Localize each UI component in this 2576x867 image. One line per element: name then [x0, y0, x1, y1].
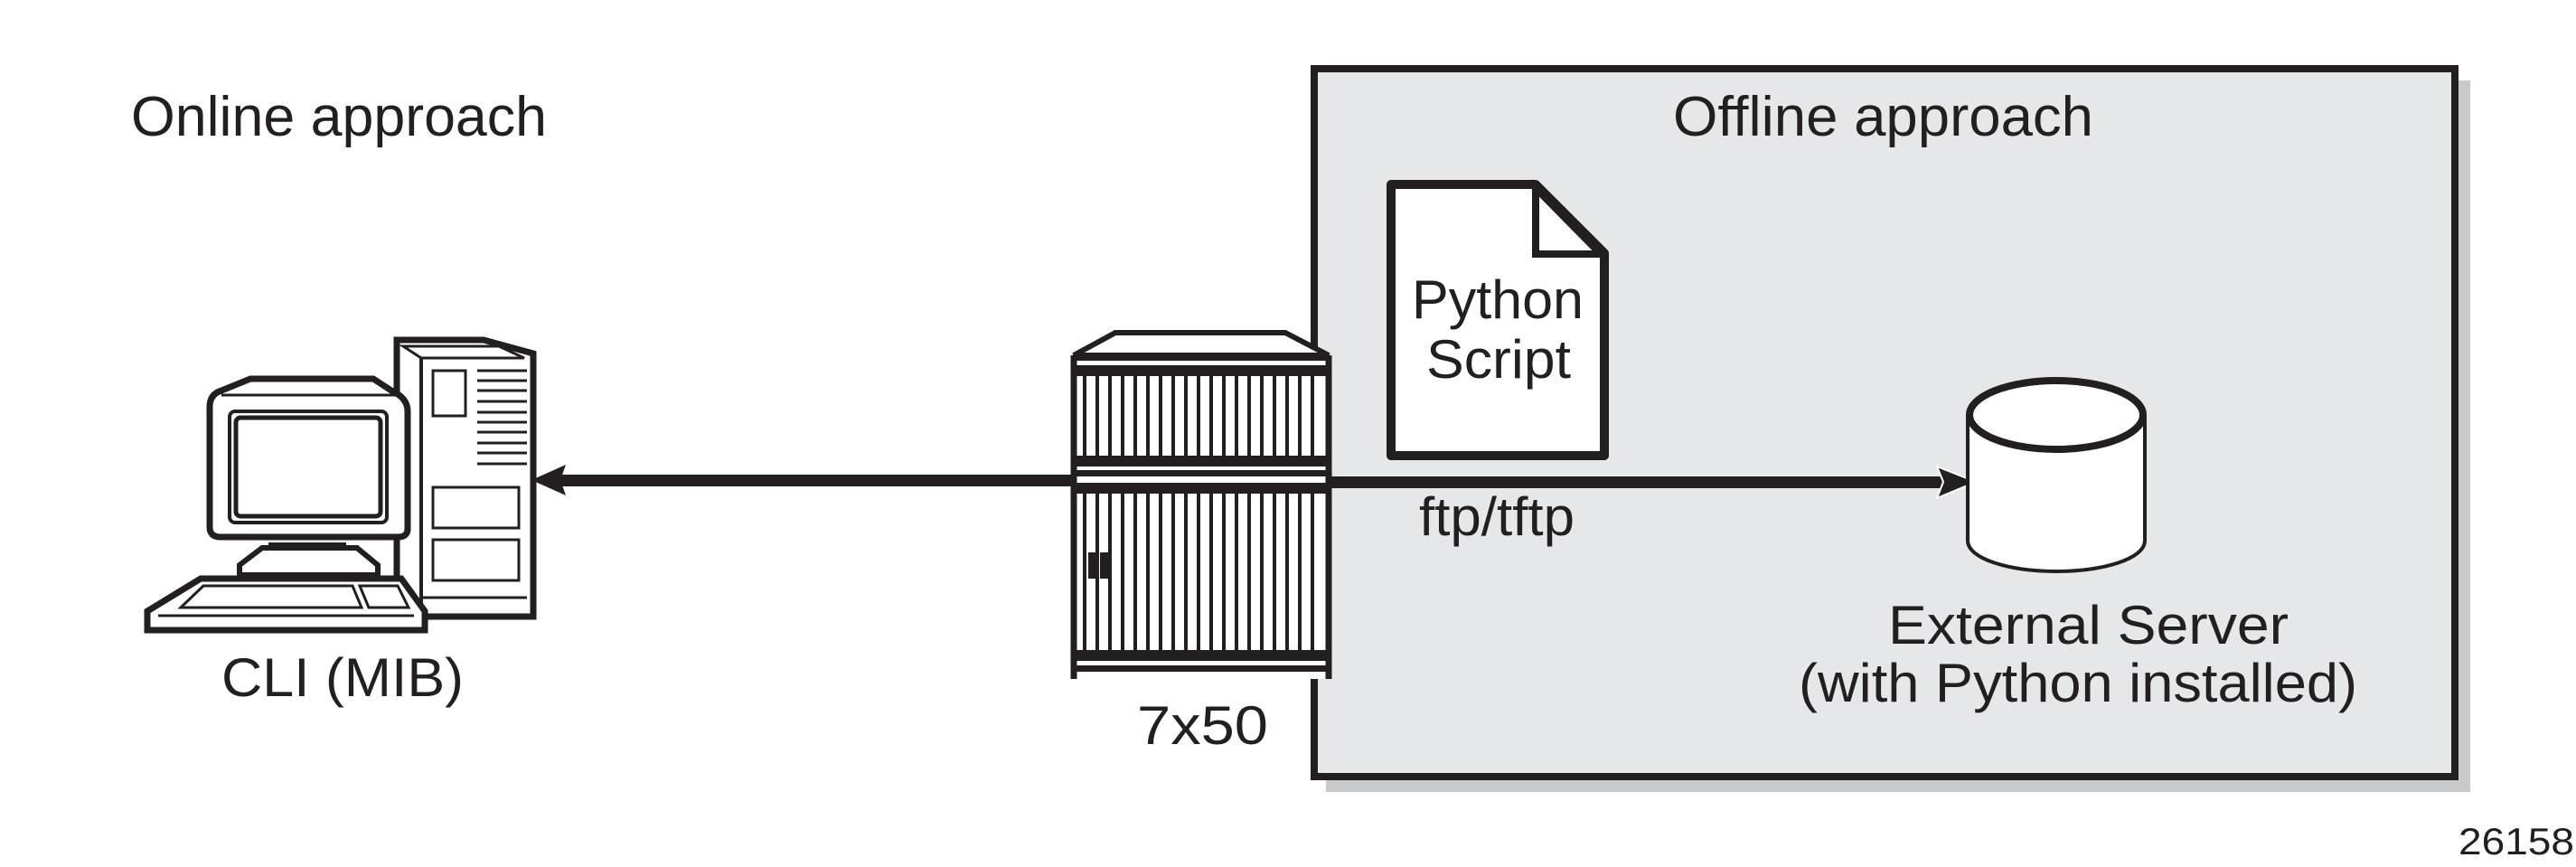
- server-label-line2: (with Python installed): [1799, 653, 2357, 713]
- link-to-client: [531, 465, 1076, 495]
- arrowhead-left-icon: [531, 465, 566, 495]
- document-icon: [1387, 179, 1610, 460]
- server-database-icon: [1966, 377, 2147, 573]
- transfer-protocol-label: ftp/tftp: [1419, 486, 1575, 547]
- client-label: CLI (MIB): [221, 647, 464, 708]
- router-label: 7x50: [1137, 695, 1268, 756]
- online-approach-title: Online approach: [131, 86, 547, 148]
- figure-number: 26158: [2458, 820, 2574, 862]
- arrowhead-right-icon: [1935, 465, 1979, 500]
- document-label-line1: Python: [1412, 269, 1584, 330]
- computer-icon: [144, 336, 537, 634]
- document-label-line2: Script: [1426, 329, 1571, 390]
- link-to-server: [1329, 465, 1979, 500]
- server-label-line1: External Server: [1888, 595, 2289, 655]
- offline-approach-title: Offline approach: [1673, 86, 2093, 148]
- router-icon: [1070, 330, 1332, 679]
